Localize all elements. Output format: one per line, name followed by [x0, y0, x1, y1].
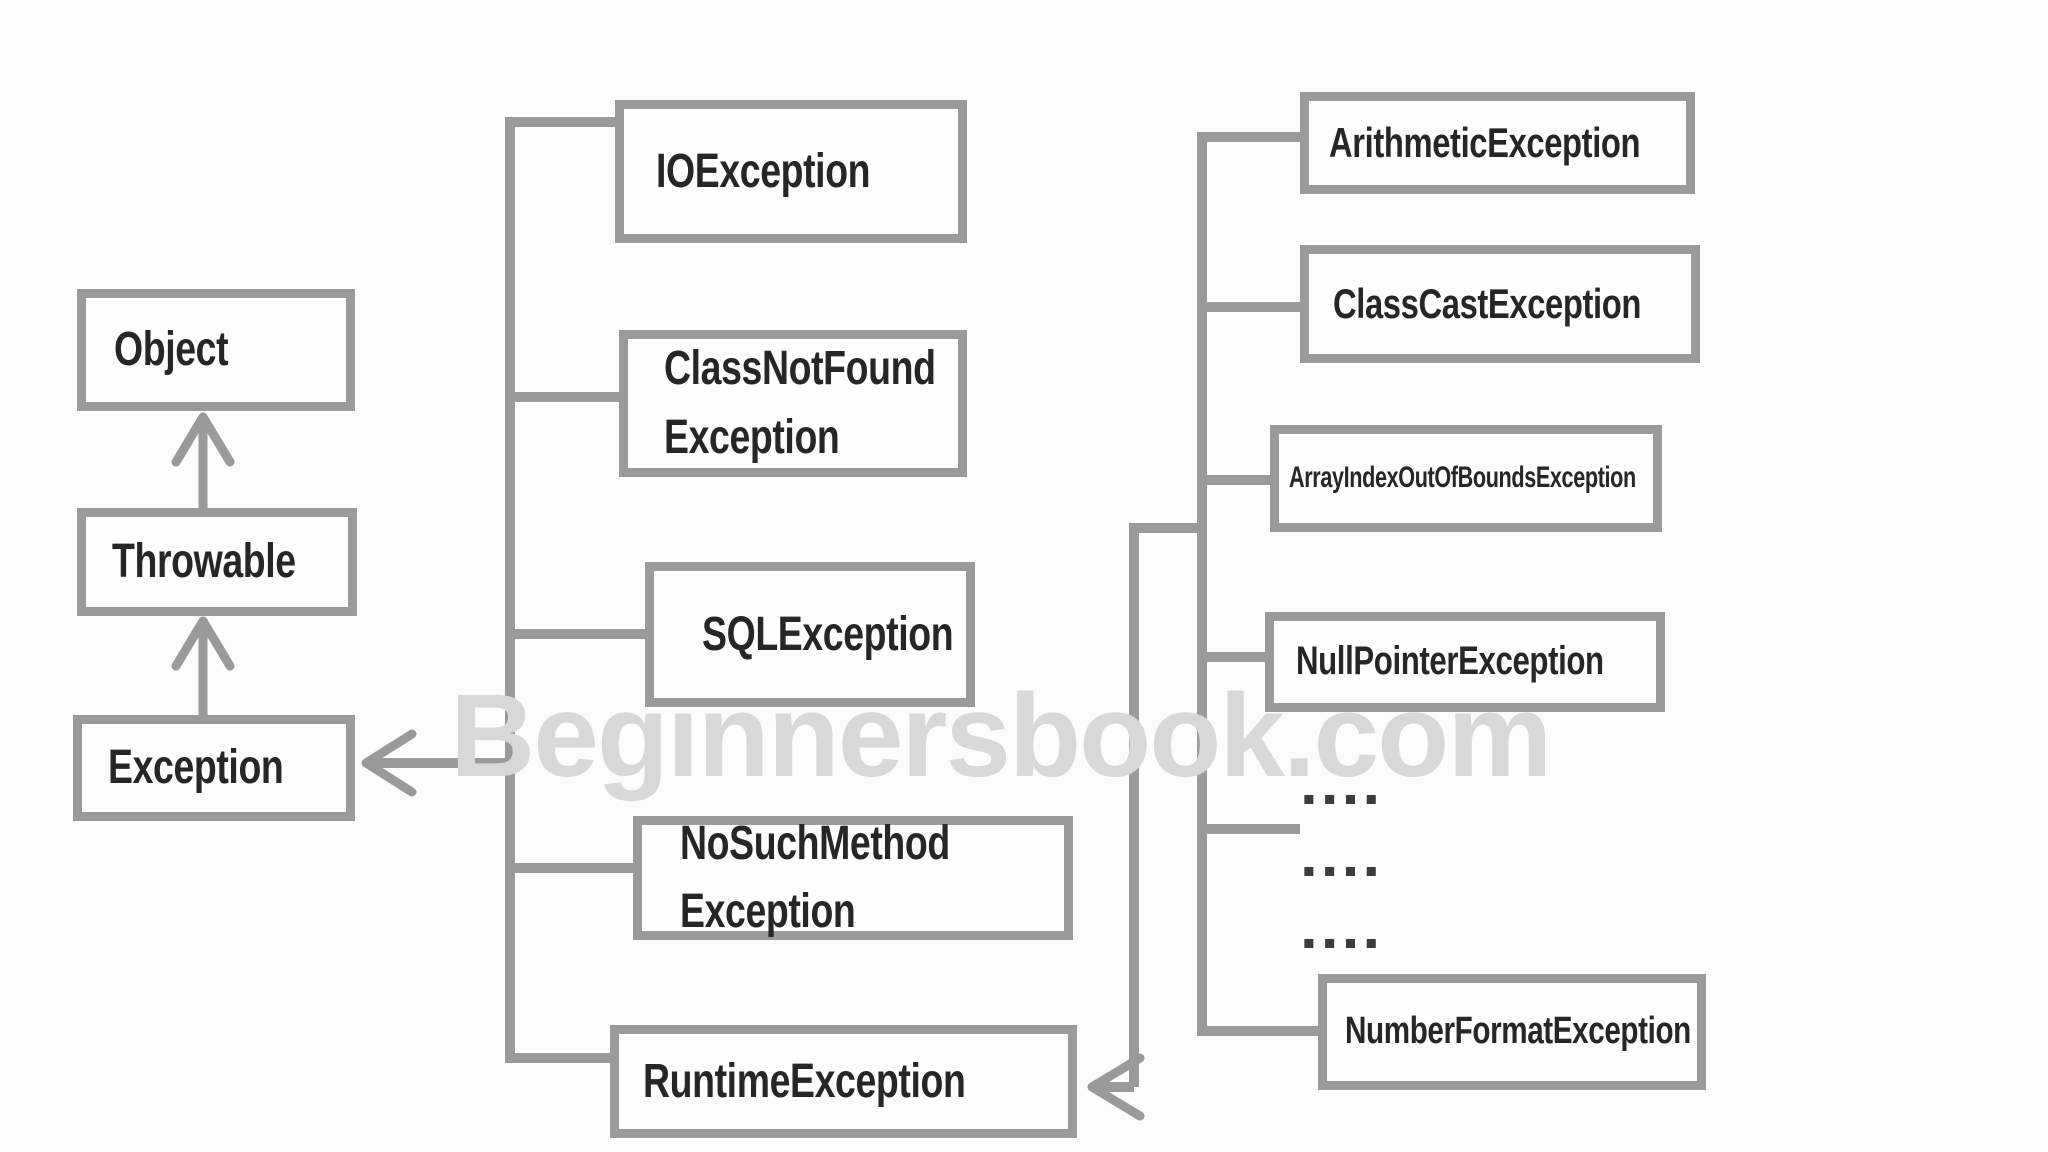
node-number-format-exception: NumberFormatException — [1318, 974, 1706, 1090]
node-null-pointer-exception: NullPointerException — [1265, 612, 1665, 712]
up-arrow-throwable-to-object — [171, 412, 235, 513]
node-class-not-found-exception-label: ClassNotFound Exception — [664, 342, 936, 464]
node-number-format-exception-label: NumberFormatException — [1345, 1010, 1691, 1053]
node-runtime-exception: RuntimeException — [610, 1025, 1077, 1138]
node-class-cast-exception: ClassCastException — [1300, 245, 1700, 363]
node-object-label: Object — [114, 323, 229, 377]
node-no-such-method-exception: NoSuchMethod Exception — [633, 816, 1073, 940]
node-object: Object — [77, 289, 355, 411]
node-exception-label: Exception — [108, 741, 284, 795]
node-null-pointer-exception-label: NullPointerException — [1296, 639, 1604, 684]
node-array-index-out-of-bounds-exception-label: ArrayIndexOutOfBoundsException — [1289, 461, 1636, 495]
ellipsis-row-1: .... — [1300, 795, 1383, 807]
node-runtime-exception-label: RuntimeException — [643, 1054, 966, 1108]
node-throwable: Throwable — [77, 508, 357, 616]
node-exception: Exception — [73, 715, 355, 821]
node-no-such-method-exception-label: NoSuchMethod Exception — [680, 816, 950, 938]
left-arrowhead-into-runtime — [1087, 1053, 1145, 1121]
runtime-link-elbow — [1096, 523, 1202, 1092]
node-arithmetic-exception: ArithmeticException — [1300, 92, 1695, 194]
node-io-exception-label: IOException — [656, 144, 871, 198]
node-io-exception: IOException — [615, 100, 967, 243]
node-class-not-found-exception: ClassNotFound Exception — [619, 330, 967, 477]
left-arrowhead-into-exception — [361, 729, 417, 797]
node-sql-exception: SQLException — [645, 562, 975, 707]
node-sql-exception-label: SQLException — [702, 607, 954, 661]
node-class-cast-exception-label: ClassCastException — [1333, 280, 1641, 328]
up-arrow-exception-to-throwable — [171, 616, 235, 720]
node-arithmetic-exception-label: ArithmeticException — [1329, 119, 1641, 167]
ellipsis-row-2: .... — [1300, 867, 1383, 879]
node-array-index-out-of-bounds-exception: ArrayIndexOutOfBoundsException — [1270, 425, 1662, 532]
node-throwable-label: Throwable — [112, 535, 296, 589]
ellipsis-row-3: .... — [1300, 939, 1383, 951]
